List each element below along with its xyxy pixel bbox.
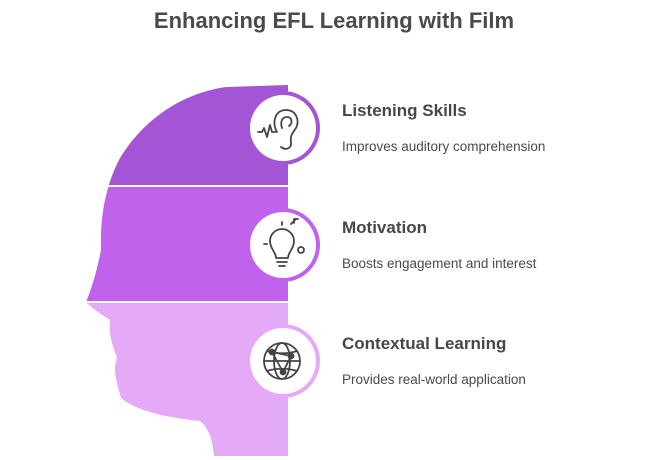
item-desc-listening: Improves auditory comprehension	[342, 139, 546, 154]
circle-contextual	[246, 324, 320, 398]
item-title-motivation: Motivation	[342, 218, 427, 237]
item-desc-motivation: Boosts engagement and interest	[342, 256, 537, 271]
lightbulb-icon	[263, 218, 305, 267]
band-bottom	[86, 302, 288, 456]
item-title-listening: Listening Skills	[342, 101, 467, 120]
globe-network-icon	[263, 342, 301, 380]
band-middle	[86, 186, 288, 302]
item-desc-contextual: Provides real-world application	[342, 372, 526, 387]
circle-motivation	[246, 208, 320, 282]
page-title: Enhancing EFL Learning with Film	[153, 8, 515, 33]
item-title-contextual: Contextual Learning	[342, 334, 507, 353]
ear-icon	[257, 109, 299, 150]
band-top	[86, 85, 288, 186]
circle-listening	[246, 91, 320, 165]
